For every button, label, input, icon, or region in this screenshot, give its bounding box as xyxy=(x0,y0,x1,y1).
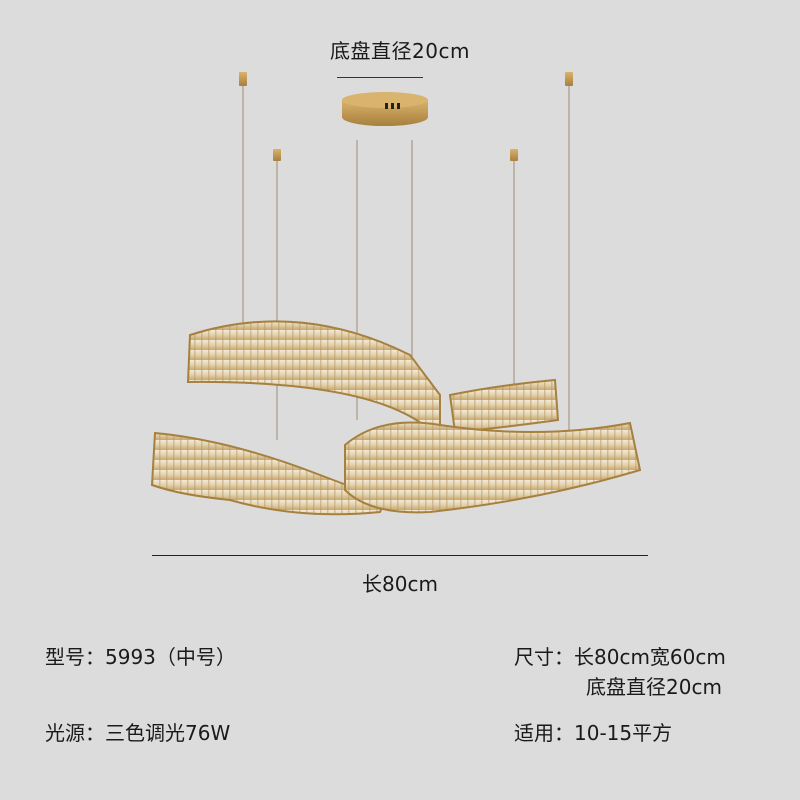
spec-light-source: 光源：三色调光76W xyxy=(45,718,230,748)
spec-light-source-value: 三色调光76W xyxy=(105,721,231,745)
spec-light-source-label: 光源： xyxy=(45,721,105,745)
spec-size-base-value: 底盘直径20cm xyxy=(586,675,722,699)
canopy-base-icon xyxy=(342,92,428,126)
spec-applicable: 适用：10-15平方 xyxy=(514,718,672,748)
spec-applicable-value: 10-15平方 xyxy=(574,721,673,745)
length-dimension-line xyxy=(152,555,648,556)
spec-model-value: 5993（中号） xyxy=(105,645,236,669)
spec-applicable-label: 适用： xyxy=(514,721,574,745)
wire-cap-icons xyxy=(239,72,573,161)
length-label: 长80cm xyxy=(362,572,438,596)
spec-size: 尺寸：长80cm宽60cm 底盘直径20cm xyxy=(514,642,726,699)
base-diameter-dimension-line xyxy=(337,77,423,78)
spec-size-value: 长80cm宽60cm xyxy=(574,645,726,669)
spec-model: 型号：5993（中号） xyxy=(45,642,236,672)
spec-size-label: 尺寸： xyxy=(514,645,574,669)
spec-model-label: 型号： xyxy=(45,645,105,669)
base-diameter-label: 底盘直径20cm xyxy=(330,39,470,63)
crystal-rings xyxy=(150,320,642,516)
